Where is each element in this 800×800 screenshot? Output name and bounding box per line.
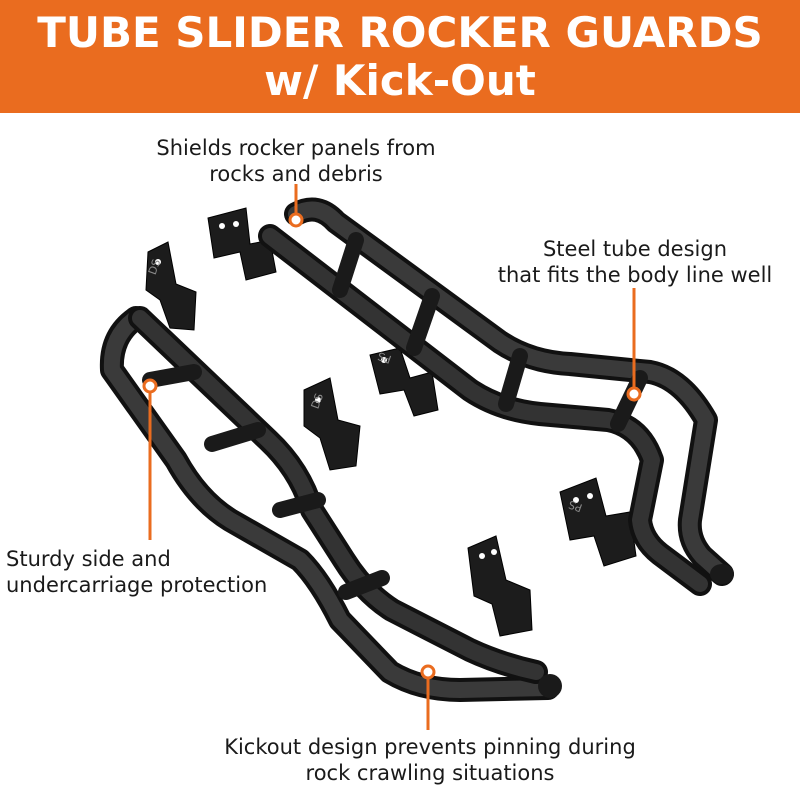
- mount-bracket: [467, 535, 533, 637]
- bracket-mark: PS: [376, 349, 393, 366]
- bracket-mark: DS: [146, 258, 164, 277]
- mount-bracket: [303, 377, 361, 471]
- callout-leader-sturdy: [142, 378, 158, 540]
- callout-leader-steel: [626, 288, 642, 402]
- mount-bracket: [207, 207, 277, 281]
- bracket-mark: DS: [309, 392, 327, 411]
- banner-title-line-1: TUBE SLIDER ROCKER GUARDS: [37, 8, 763, 57]
- callout-leader-kickout: [420, 664, 436, 730]
- callout-shields-line-1: Shields rocker panels from: [156, 136, 436, 160]
- callout-sturdy-line-2: undercarriage protection: [6, 573, 268, 597]
- mount-bracket: [145, 241, 197, 331]
- bracket-mark: PS: [567, 498, 584, 515]
- banner-title-line-2: w/ Kick-Out: [264, 56, 536, 105]
- callout-leader-shields: [288, 184, 304, 228]
- callout-shields-line-2: rocks and debris: [209, 162, 383, 186]
- callout-shields: Shields rocker panels from rocks and deb…: [0, 135, 592, 187]
- callout-steel-line-1: Steel tube design: [542, 237, 728, 261]
- callout-sturdy-line-1: Sturdy side and: [6, 547, 171, 571]
- mount-bracket: [369, 347, 439, 417]
- callout-kickout-line-1: Kickout design prevents pinning during: [224, 735, 636, 759]
- callout-kickout-line-2: rock crawling situations: [305, 761, 555, 785]
- callout-steel: Steel tube design that fits the body lin…: [470, 236, 800, 288]
- rocker-guard-rear: PS PS: [207, 197, 734, 596]
- callout-kickout: Kickout design prevents pinning during r…: [180, 734, 680, 786]
- mount-bracket: [559, 477, 637, 567]
- rocker-guard-front: DS DS: [99, 241, 562, 702]
- callout-steel-line-2: that fits the body line well: [497, 263, 773, 287]
- title-banner: TUBE SLIDER ROCKER GUARDS w/ Kick-Out: [0, 0, 800, 113]
- callout-sturdy: Sturdy side and undercarriage protection: [6, 546, 306, 598]
